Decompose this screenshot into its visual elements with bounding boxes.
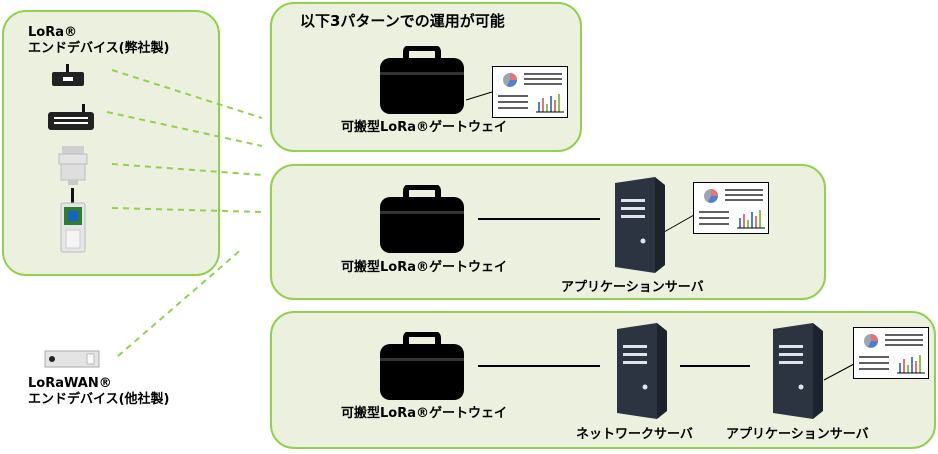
lora-gateway-device-icon bbox=[48, 104, 94, 130]
app-server-label: アプリケーションサーバ bbox=[561, 280, 704, 295]
dashed-connector bbox=[111, 69, 263, 119]
report-link-line bbox=[823, 363, 855, 381]
lora-device-icon bbox=[52, 64, 84, 86]
lorawan-device-icon bbox=[44, 350, 100, 368]
network-server-label: ネットワークサーバ bbox=[576, 427, 693, 442]
gateway-label: 可搬型LoRa®ゲートウェイ bbox=[341, 260, 507, 275]
other-devices-label-line2: エンドデバイス(他社製) bbox=[28, 392, 170, 407]
report-icon bbox=[853, 327, 929, 379]
pattern-title: 以下3パターンでの運用が可能 bbox=[300, 12, 505, 30]
report-icon bbox=[693, 182, 769, 234]
app-server-icon bbox=[773, 323, 823, 419]
gateway-label: 可搬型LoRa®ゲートウェイ bbox=[341, 406, 507, 421]
dashed-connector bbox=[111, 163, 263, 176]
network-server-icon bbox=[617, 323, 667, 419]
gateway-label: 可搬型LoRa®ゲートウェイ bbox=[341, 120, 507, 135]
briefcase-icon bbox=[380, 332, 464, 400]
report-icon bbox=[492, 66, 568, 118]
dashed-connector bbox=[106, 111, 263, 147]
own-devices-label-line2: エンドデバイス(弊社製) bbox=[28, 41, 170, 56]
report-link-line bbox=[465, 91, 493, 101]
dashed-connector bbox=[111, 207, 263, 213]
other-devices-label-line1: LoRaWAN® bbox=[28, 376, 112, 391]
sensor-device-icon bbox=[58, 146, 88, 185]
briefcase-icon bbox=[380, 185, 464, 253]
server-icon bbox=[615, 177, 665, 273]
app-server-label: アプリケーションサーバ bbox=[726, 427, 869, 442]
dashed-connector bbox=[117, 247, 244, 357]
own-devices-label-line1: LoRa® bbox=[28, 25, 77, 40]
handheld-device-icon bbox=[60, 188, 86, 253]
report-link-line bbox=[663, 214, 695, 233]
briefcase-icon bbox=[380, 46, 464, 114]
own-devices-panel bbox=[2, 10, 220, 276]
